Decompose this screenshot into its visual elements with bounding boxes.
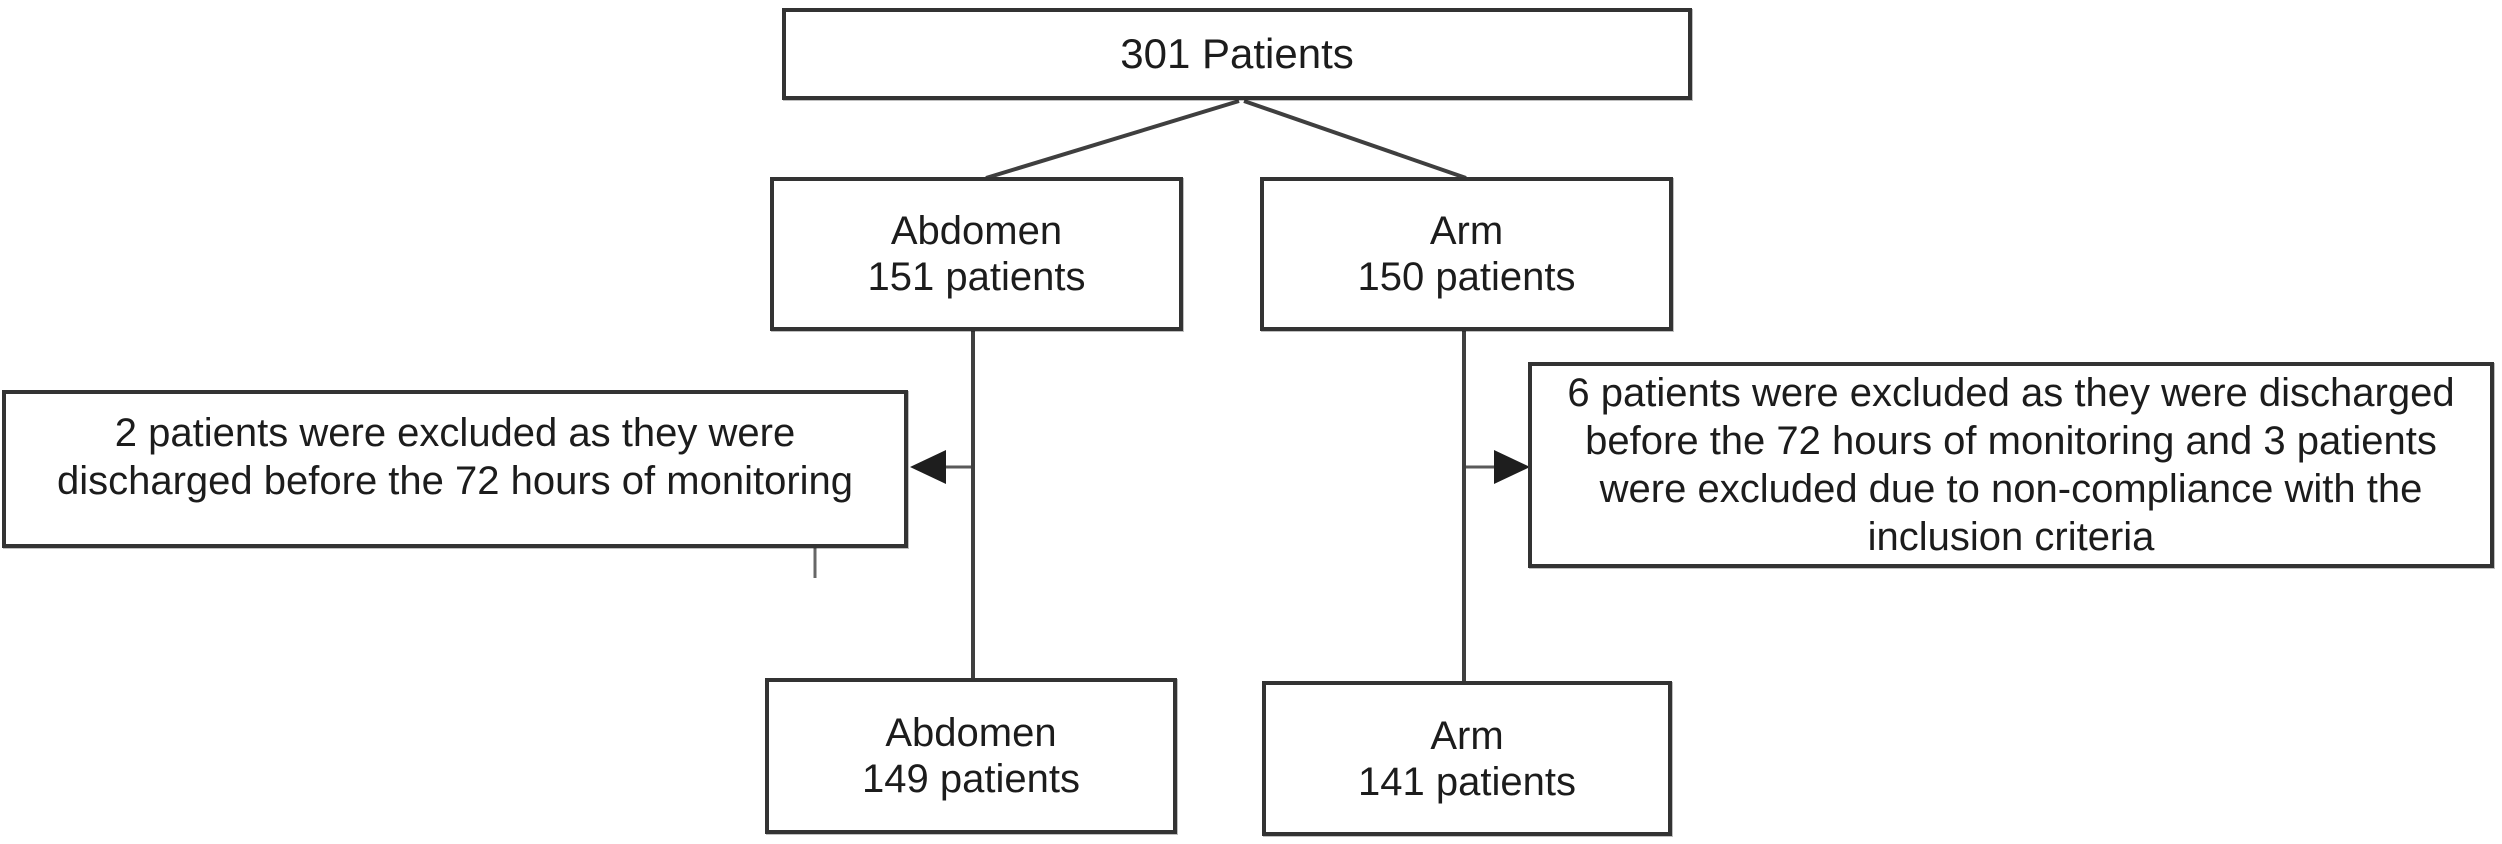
arrowhead-right-icon (1494, 450, 1530, 484)
edge-total-to-abdomen (985, 99, 1240, 180)
node-text-line: discharged before the 72 hours of monito… (56, 459, 854, 503)
node-total-patients: 301 Patients (782, 8, 1692, 100)
node-text-line: Arm (1429, 209, 1504, 253)
node-abdomen-final: Abdomen 149 patients (765, 678, 1177, 834)
node-arm-final: Arm 141 patients (1262, 681, 1672, 836)
node-abdomen-enrolled: Abdomen 151 patients (770, 177, 1183, 331)
arrowhead-left-icon (910, 450, 946, 484)
edge-total-to-arm (1243, 99, 1467, 180)
node-arm-exclusion: 6 patients were excluded as they were di… (1528, 362, 2494, 568)
node-abdomen-exclusion: 2 patients were excluded as they were di… (2, 390, 908, 548)
node-text-line: Abdomen (890, 209, 1063, 253)
node-text-line: inclusion criteria (1867, 515, 2155, 559)
node-text-line: 149 patients (862, 757, 1080, 801)
node-arm-enrolled: Arm 150 patients (1260, 177, 1673, 331)
node-text-line: 141 patients (1358, 759, 1576, 804)
node-text-line: before the 72 hours of monitoring and 3 … (1585, 419, 2437, 463)
node-text-line: 151 patients (867, 255, 1086, 299)
node-text-line: were excluded due to non-compliance with… (1599, 467, 2423, 511)
node-text-line: Arm (1430, 713, 1504, 758)
node-text-line: 150 patients (1357, 255, 1576, 299)
node-text-line: 301 Patients (1120, 30, 1354, 77)
node-text-line: Abdomen (885, 711, 1057, 755)
node-text-line: 2 patients were excluded as they were (114, 411, 796, 455)
node-text-line: 6 patients were excluded as they were di… (1567, 371, 2455, 415)
